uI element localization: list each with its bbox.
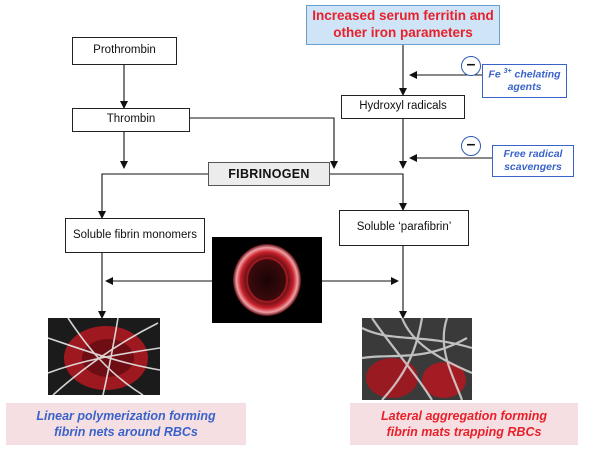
lateral-aggregation-caption: Lateral aggregation forming fibrin mats … <box>350 403 578 445</box>
rbc-image <box>233 244 301 316</box>
fibrinogen-box: FIBRINOGEN <box>208 162 330 186</box>
thrombin-box: Thrombin <box>72 108 190 132</box>
minus-icon: – <box>461 56 481 76</box>
arrow-fibrinogen-left <box>98 173 208 219</box>
scavenger-line1: Free radical <box>503 148 563 161</box>
ferritin-line2: other iron parameters <box>333 25 473 40</box>
monomers-label: Soluble fibrin monomers <box>72 228 197 241</box>
linear-polymerization-caption: Linear polymerization forming fibrin net… <box>6 403 246 445</box>
arrow-thrombin-fibrinogen <box>190 117 338 169</box>
linear-line2: fibrin nets around RBCs <box>54 425 198 439</box>
chelating-agents-box: Fe 3+ chelating agents <box>482 64 567 98</box>
soluble-fibrin-monomers-box: Soluble fibrin monomers <box>65 218 205 253</box>
soluble-parafibrin-box: Soluble ‘parafibrin’ <box>339 210 469 246</box>
normal-rbc-micrograph <box>212 237 322 323</box>
hydroxyl-label: Hydroxyl radicals <box>359 100 447 113</box>
lateral-line1: Lateral aggregation forming <box>381 408 547 423</box>
fibrin-mats-micrograph <box>362 318 472 400</box>
chelating-line2: agents <box>507 81 542 94</box>
hydroxyl-radicals-box: Hydroxyl radicals <box>341 95 465 119</box>
ferritin-box: Increased serum ferritin and other iron … <box>306 5 500 45</box>
chelating-line1: Fe 3+ chelating <box>488 68 561 81</box>
lateral-line2: fibrin mats trapping RBCs <box>386 425 542 439</box>
prothrombin-label: Prothrombin <box>93 44 156 57</box>
linear-line1: Linear polymerization forming <box>36 408 216 423</box>
free-radical-scavengers-box: Free radical scavengers <box>492 145 574 177</box>
fibrin-nets-micrograph <box>48 318 160 395</box>
fibrinogen-label: FIBRINOGEN <box>228 166 310 181</box>
parafibrin-label: Soluble ‘parafibrin’ <box>356 221 452 234</box>
nets-image <box>48 318 160 395</box>
scavenger-line2: scavengers <box>504 161 562 173</box>
prothrombin-box: Prothrombin <box>72 37 177 65</box>
arrow-fibrinogen-right <box>330 173 407 211</box>
thrombin-label: Thrombin <box>106 113 156 126</box>
ferritin-line1: Increased serum ferritin and <box>312 8 494 24</box>
minus-icon: – <box>461 136 481 156</box>
mats-image <box>362 318 472 400</box>
